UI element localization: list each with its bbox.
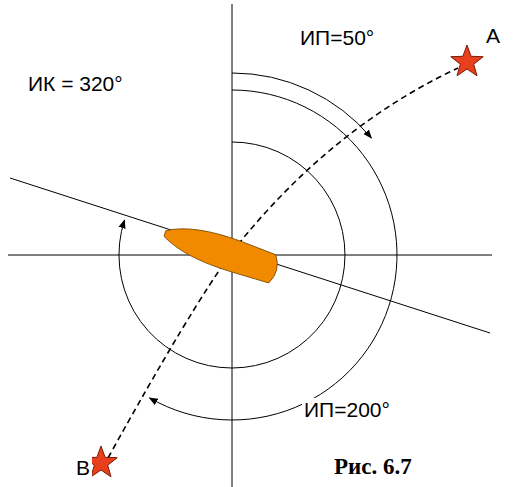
figure-caption: Рис. 6.7 [332, 454, 414, 479]
angle-label: ИП=50° [298, 26, 376, 49]
bearing-line [108, 68, 458, 458]
angle-label: ИК = 320° [26, 72, 125, 95]
ship-symbol [160, 218, 282, 285]
bearing-arc [150, 90, 397, 420]
landmark-star [451, 45, 483, 76]
angle-label: ИП=200° [302, 398, 392, 421]
course-arc [119, 142, 345, 368]
point-letter: А [484, 24, 502, 47]
heading-line [10, 178, 490, 333]
point-letter: В [74, 456, 92, 479]
